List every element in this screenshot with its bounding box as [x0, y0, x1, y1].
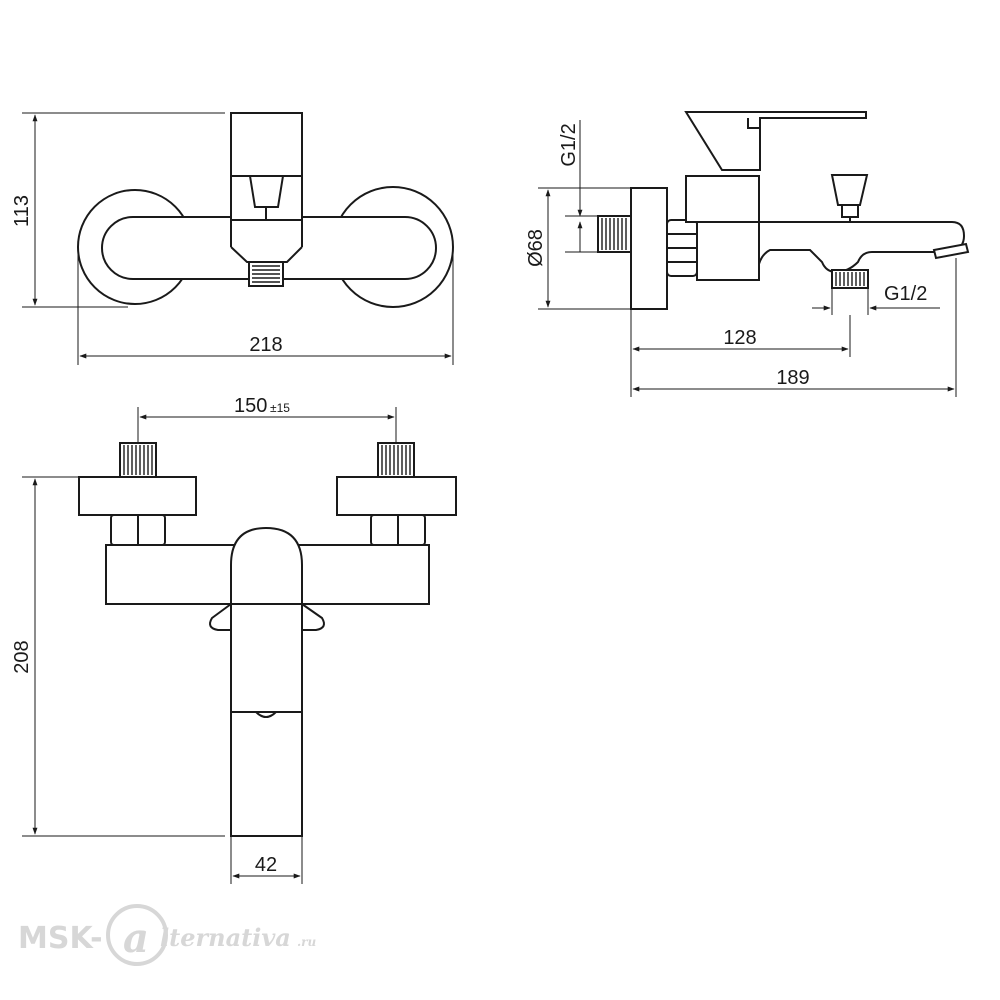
front-spout-lower: [230, 711, 303, 837]
side-body: [696, 221, 760, 281]
watermark-logo: MSK- a lternativa .ru: [18, 904, 317, 966]
front-right-thread: [377, 442, 415, 478]
side-inlet-thread: [597, 215, 632, 253]
front-right-nut: [370, 514, 426, 546]
top-view: 113 218: [11, 112, 454, 365]
dim-label-g12-bottom: G1/2: [884, 283, 927, 305]
dim-label-150: 150: [234, 395, 267, 417]
watermark-brand-left: MSK-: [18, 921, 103, 956]
watermark-brand-tld: .ru: [297, 935, 317, 949]
dim-label-42: 42: [255, 854, 277, 876]
front-left-flange: [78, 476, 197, 516]
top-handle-block: [230, 112, 303, 177]
top-diverter-knob: [248, 175, 285, 208]
side-outlet-thread: [831, 269, 869, 289]
side-spout: [758, 221, 966, 274]
front-left-nut: [110, 514, 166, 546]
side-aerator: [932, 242, 970, 260]
dim-label-189: 189: [776, 367, 809, 389]
front-view: 150 ±15 208 42: [11, 395, 457, 884]
dim-label-d68: Ø68: [525, 229, 547, 267]
dim-label-218: 218: [249, 334, 282, 356]
side-wall-flange: [630, 187, 668, 310]
watermark-brand-mark: a: [123, 915, 149, 962]
side-diverter-knob: [830, 174, 869, 222]
top-thread-connector: [248, 261, 284, 287]
front-spout-upper: [230, 603, 303, 713]
side-lever-handle: [684, 111, 867, 171]
front-left-thread: [119, 442, 157, 478]
dim-label-128: 128: [723, 327, 756, 349]
front-handle-top: [230, 526, 303, 605]
front-right-flange: [336, 476, 457, 516]
dim-label-208: 208: [11, 640, 33, 673]
side-view: G1/2 Ø68 G1/2 128 189: [525, 111, 970, 397]
dim-label-113: 113: [11, 195, 33, 227]
dim-label-g12-top: G1/2: [558, 123, 580, 166]
watermark-brand-right: lternativa: [160, 923, 291, 952]
dim-label-150-tolerance: ±15: [270, 401, 290, 415]
side-cartridge: [685, 175, 760, 223]
watermark-circle-mark: [106, 904, 168, 966]
